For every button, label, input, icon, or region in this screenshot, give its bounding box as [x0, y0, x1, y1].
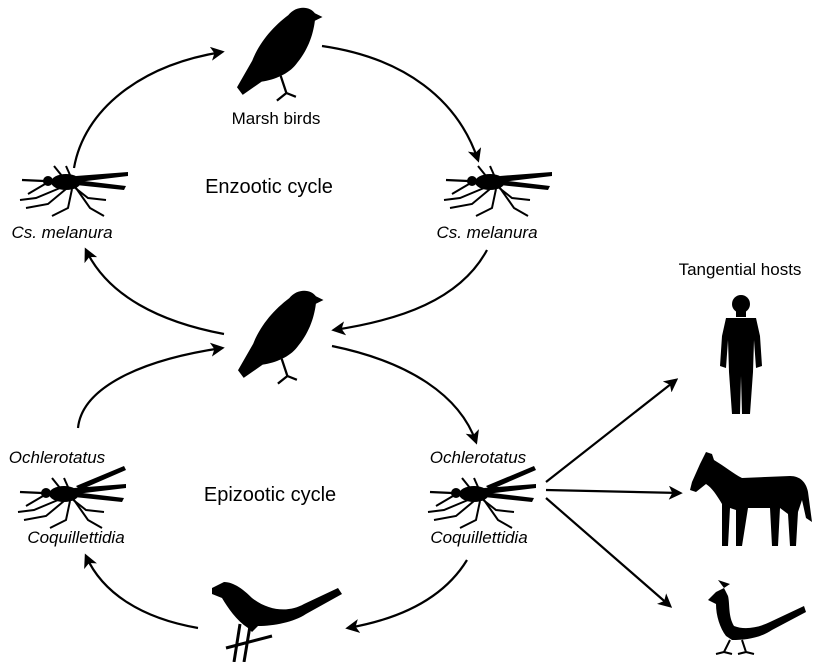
enzootic-cycle-label: Enzootic cycle: [205, 176, 333, 198]
arrow-to-pheasant: [546, 498, 670, 606]
arrow-cs-melanura-right-to-central-bird: [334, 250, 487, 330]
cs-melanura-right-label: Cs. melanura: [436, 223, 537, 242]
mosquito-icon-top-left: [20, 166, 128, 216]
arrow-to-horse: [546, 490, 680, 493]
marsh-bird-icon: [237, 8, 323, 101]
mosquito-icon-bottom-left: [18, 466, 126, 528]
horse-icon: [690, 452, 812, 546]
central-bird-icon: [238, 291, 324, 384]
epizootic-cycle-label: Epizootic cycle: [204, 484, 336, 506]
arrow-to-human: [546, 380, 676, 482]
arrow-coquillettidia-right-to-bottom-bird: [348, 560, 467, 628]
arrow-bottom-bird-to-coquillettidia-left: [86, 556, 198, 628]
arrow-central-bird-to-cs-melanura-left: [86, 250, 224, 334]
mosquito-icon-bottom-right: [428, 466, 536, 528]
arrow-central-bird-to-ochlerotatus-right: [332, 346, 476, 442]
marsh-birds-label: Marsh birds: [232, 109, 321, 128]
tangential-hosts-label: Tangential hosts: [679, 260, 802, 279]
long-tailed-bird-icon: [212, 582, 342, 662]
mosquito-icon-top-right: [444, 166, 552, 216]
pheasant-icon: [708, 580, 806, 654]
ochlerotatus-right-label: Ochlerotatus: [430, 448, 527, 467]
arrow-marsh-birds-to-cs-melanura-right: [322, 46, 478, 160]
human-icon: [720, 295, 762, 414]
coquillettidia-left-label: Coquillettidia: [27, 528, 124, 547]
coquillettidia-right-label: Coquillettidia: [430, 528, 527, 547]
ochlerotatus-left-label: Ochlerotatus: [9, 448, 106, 467]
cs-melanura-left-label: Cs. melanura: [11, 223, 112, 242]
arrow-cs-melanura-left-to-marsh-birds: [74, 52, 222, 168]
arrow-ochlerotatus-left-to-central-bird: [78, 348, 222, 428]
